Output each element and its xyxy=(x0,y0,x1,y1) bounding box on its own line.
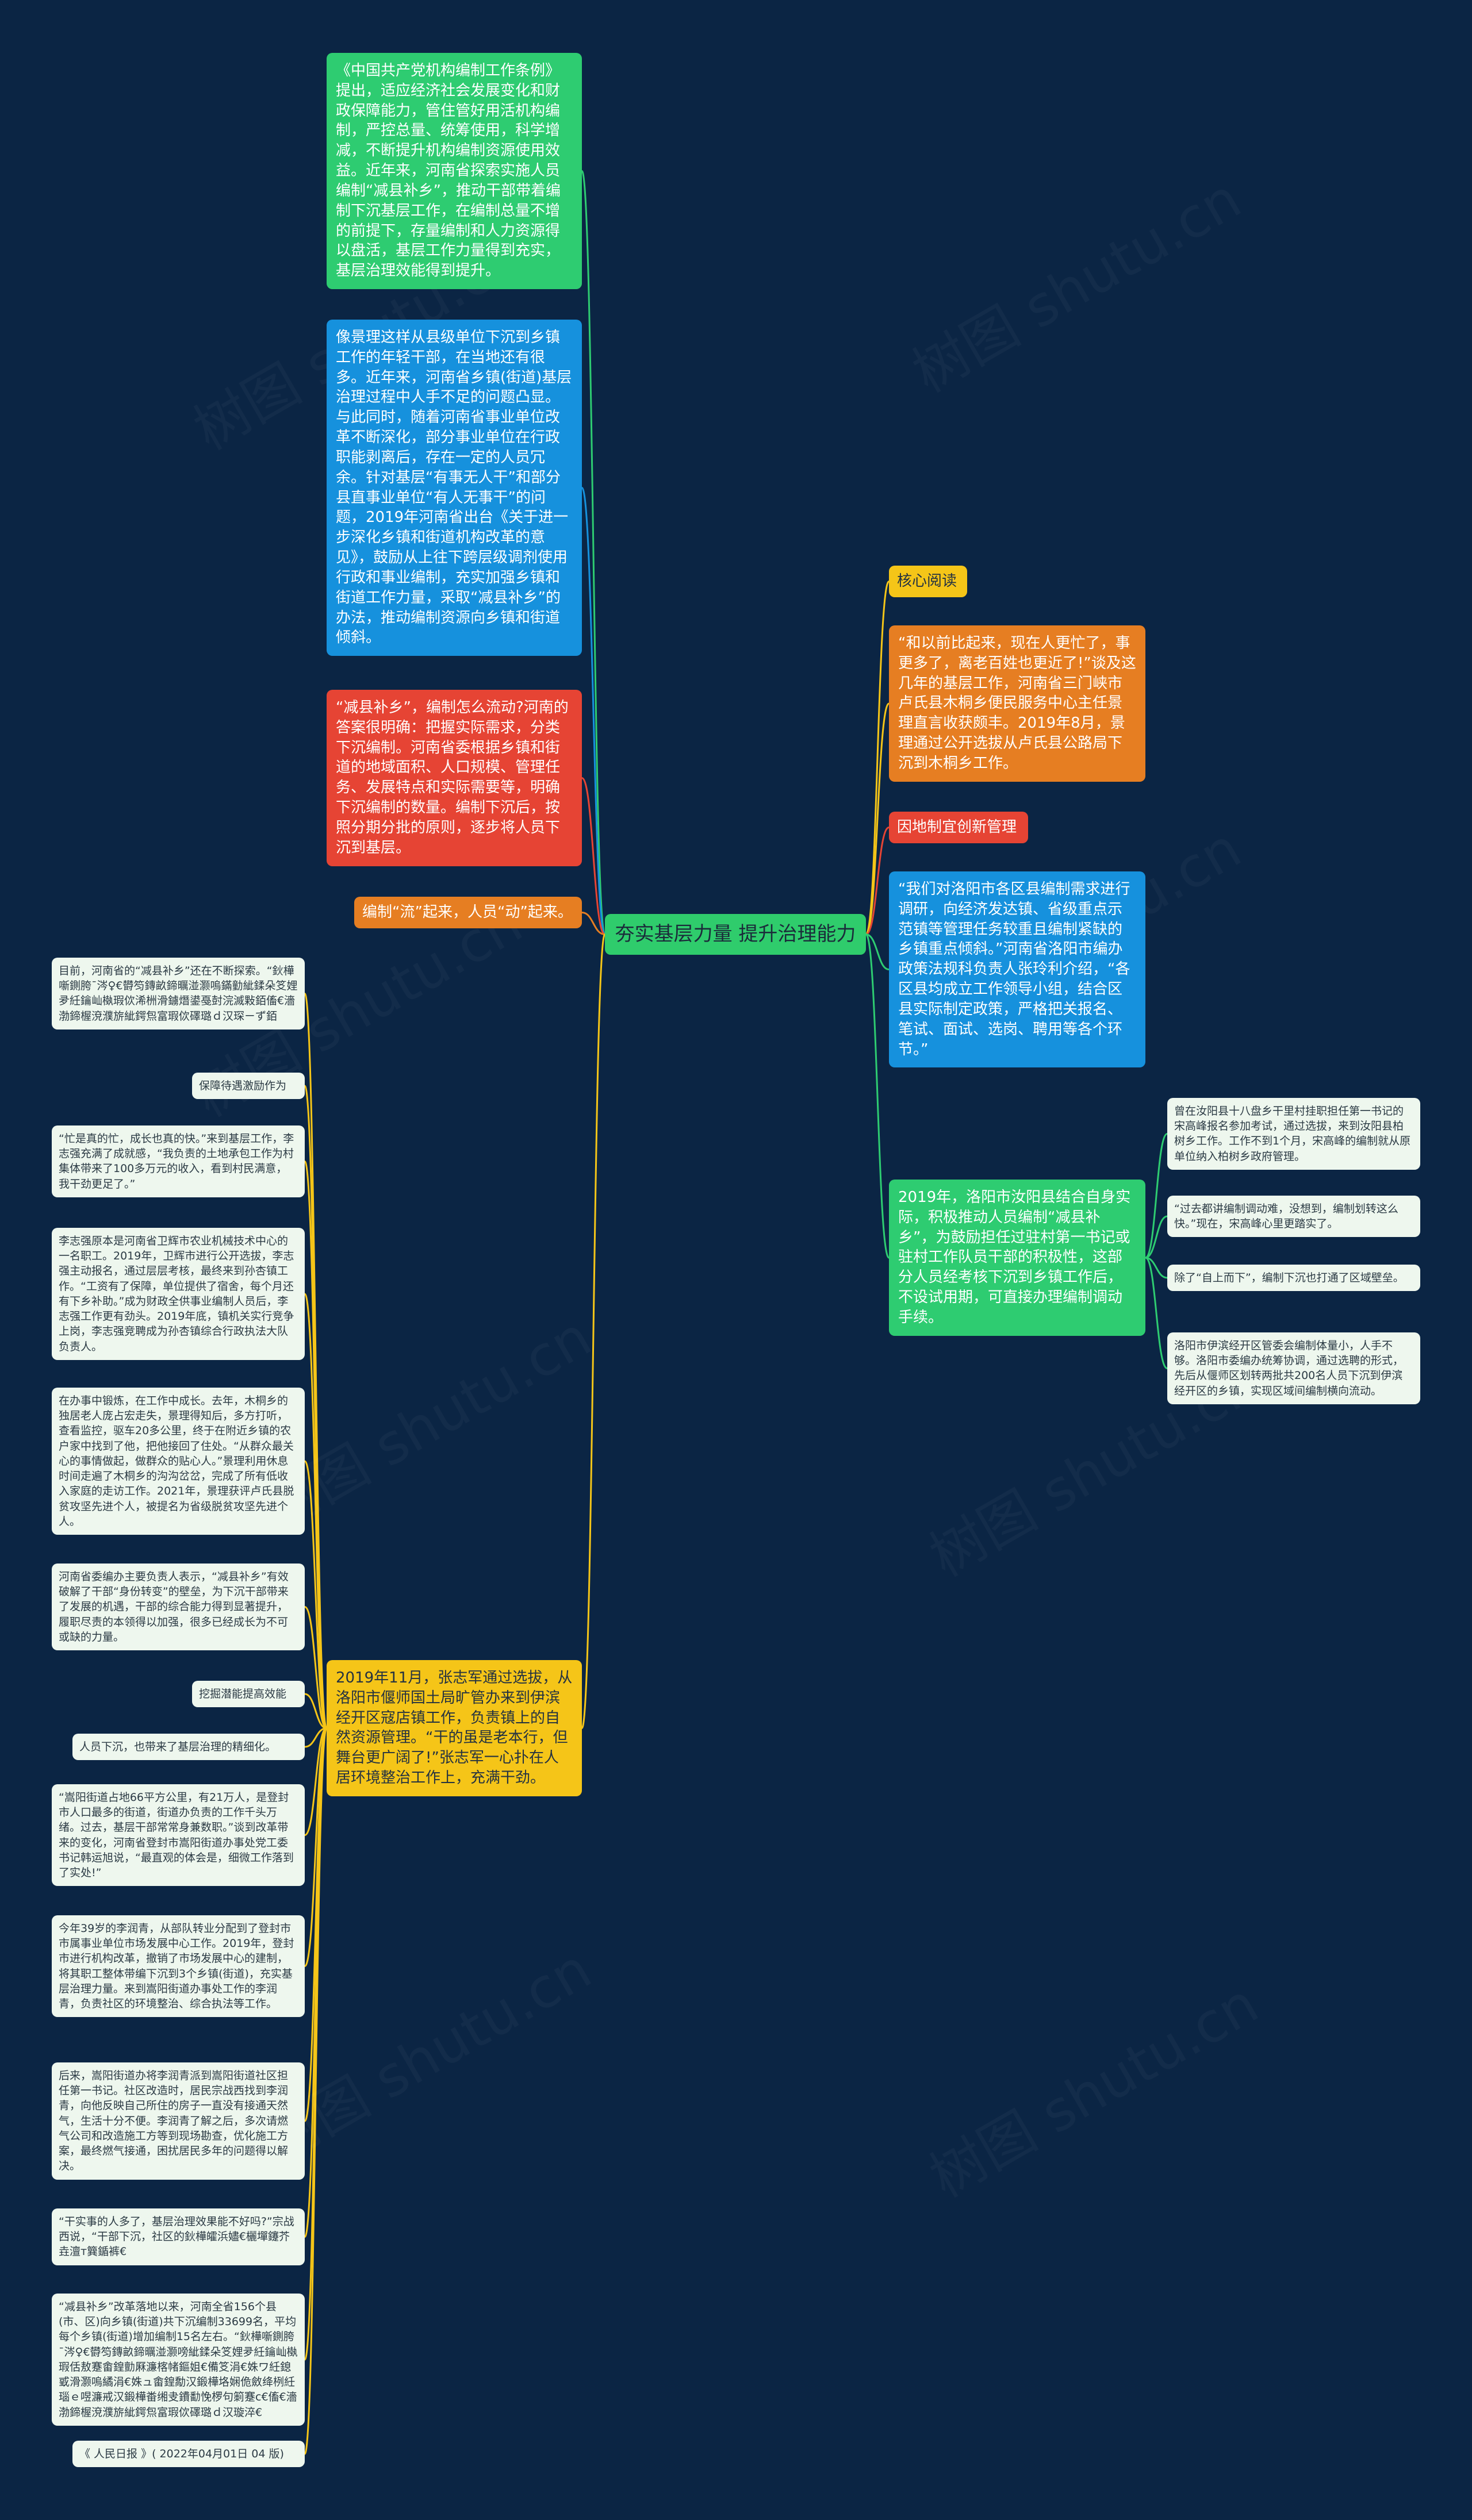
leaf-node[interactable]: “减县补乡”改革落地以来，河南全省156个县(市、区)向乡镇(街道)共下沉编制3… xyxy=(52,2294,305,2426)
connector-rleaf-3 xyxy=(1145,1257,1168,1369)
branch-node-regulation[interactable]: 《中国共产党机构编制工作条例》提出，适应经济社会发展变化和财政保障能力，管住管好… xyxy=(327,53,582,290)
connector-rleaf-0 xyxy=(1145,1133,1168,1259)
connector-leaf-8 xyxy=(304,1727,327,1836)
leaf-node[interactable]: 除了“自上而下”，编制下沉也打通了区域壁垒。 xyxy=(1167,1265,1420,1292)
leaf-node[interactable]: 《 人民日报 》( 2022年04月01日 04 版) xyxy=(72,2441,305,2468)
connector-leaf-4 xyxy=(304,1460,328,1729)
leaf-node[interactable]: 洛阳市伊滨经开区管委会编制体量小，人手不够。洛阳市委编办统筹协调，通过选聘的形式… xyxy=(1167,1332,1420,1404)
connector-r3 xyxy=(865,934,890,1259)
leaf-node[interactable]: 后来，嵩阳街道办将李润青派到嵩阳街道社区担任第一书记。社区改造时，居民宗战西找到… xyxy=(52,2062,305,2180)
leaf-node[interactable]: 挖掘潜能提高效能 xyxy=(192,1681,305,1708)
leaf-node[interactable]: 人员下沉，也带来了基层治理的精细化。 xyxy=(72,1734,305,1761)
connector-r2 xyxy=(865,934,890,970)
connector-leaf-3 xyxy=(304,1293,328,1729)
leaf-node[interactable]: 河南省委编办主要负责人表示，“减县补乡”有效破解了干部“身份转变”的壁垒，为下沉… xyxy=(52,1564,305,1651)
connector-leaf-6 xyxy=(304,1693,327,1729)
connector-rleaf-2 xyxy=(1145,1257,1168,1279)
connector-n5 xyxy=(581,934,606,1729)
leaf-node[interactable]: “忙是真的忙，成长也真的快。”来到基层工作，李志强充满了成就感，“我负责的土地承… xyxy=(52,1125,305,1197)
branch-node-background[interactable]: 像景理这样从县级单位下沉到乡镇工作的年轻干部，在当地还有很多。近年来，河南省乡镇… xyxy=(327,320,582,656)
connector-leaf-11 xyxy=(304,1727,328,2238)
branch-node-luoyang[interactable]: “我们对洛阳市各区县编制需求进行调研，向经济发达镇、省级重点示范镇等管理任务较重… xyxy=(889,871,1145,1068)
connector-rleaf-1 xyxy=(1145,1215,1168,1259)
leaf-node[interactable]: 在办事中锻炼，在工作中成长。去年，木桐乡的独居老人庞占宏走失，景理得知后，多方打… xyxy=(52,1388,305,1535)
branch-node-slogan[interactable]: 编制“流”起来，人员“动”起来。 xyxy=(354,897,582,928)
innovation-label[interactable]: 因地制宜创新管理 xyxy=(889,812,1028,843)
leaf-node[interactable]: 李志强原本是河南省卫辉市农业机械技术中心的一名职工。2019年，卫辉市进行公开选… xyxy=(52,1228,305,1360)
connector-n4 xyxy=(581,912,605,935)
branch-node-flow-method[interactable]: “减县补乡”，编制怎么流动?河南的答案很明确：把握实际需求，分类下沉编制。河南省… xyxy=(327,690,582,866)
connector-leaf-2 xyxy=(304,1161,328,1729)
leaf-node[interactable]: 曾在汝阳县十八盘乡干里村挂职担任第一书记的宋高峰报名参加考试，通过选拔，来到汝阳… xyxy=(1167,1098,1420,1170)
connector-leaf-5 xyxy=(304,1606,327,1729)
connector-n2 xyxy=(581,487,606,935)
connector-leaf-7 xyxy=(304,1727,327,1748)
branch-node-ruyang[interactable]: 2019年，洛阳市汝阳县结合自身实际，积极推动人员编制“减县补乡”，为鼓励担任过… xyxy=(889,1180,1145,1336)
connector-n3 xyxy=(581,777,606,935)
leaf-node[interactable]: 今年39岁的李润青，从部队转业分配到了登封市市属事业单位市场发展中心工作。201… xyxy=(52,1915,305,2018)
branch-node-jingli[interactable]: “和以前比起来，现在人更忙了，事更多了，离老百姓也更近了!”谈及这几年的基层工作… xyxy=(889,625,1145,782)
leaf-node[interactable]: 目前，河南省的“减县补乡”还在不断探索。“鈥樺噺鍘胯ˉ涔♀€欎笉鏄畝鍗曞湴灏嗚鏋… xyxy=(52,958,305,1029)
connector-leaf-13 xyxy=(304,1727,328,2455)
connector-core xyxy=(865,581,890,935)
core-reading-label[interactable]: 核心阅读 xyxy=(889,566,967,597)
central-topic[interactable]: 夯实基层力量 提升治理能力 xyxy=(605,914,866,955)
connector-n1 xyxy=(581,170,606,935)
leaf-node[interactable]: 保障待遇激励作为 xyxy=(192,1073,305,1100)
connector-r1 xyxy=(865,702,890,935)
branch-node-case-zhang[interactable]: 2019年11月，张志军通过选拔，从洛阳市偃师国土局旷管办来到伊滨经开区寇店镇工… xyxy=(327,1660,582,1796)
connector-innov xyxy=(865,827,890,935)
leaf-node[interactable]: “嵩阳街道占地66平方公里，有21万人，是登封市人口最多的街道，街道办负责的工作… xyxy=(52,1784,305,1887)
leaf-node[interactable]: “过去都讲编制调动难，没想到，编制划转这么快。”现在，宋高峰心里更踏实了。 xyxy=(1167,1196,1420,1238)
leaf-node[interactable]: “干实事的人多了，基层治理效果能不好吗?”宗战西说，“干部下沉，社区的鈥樺皬浜嬧… xyxy=(52,2208,305,2265)
